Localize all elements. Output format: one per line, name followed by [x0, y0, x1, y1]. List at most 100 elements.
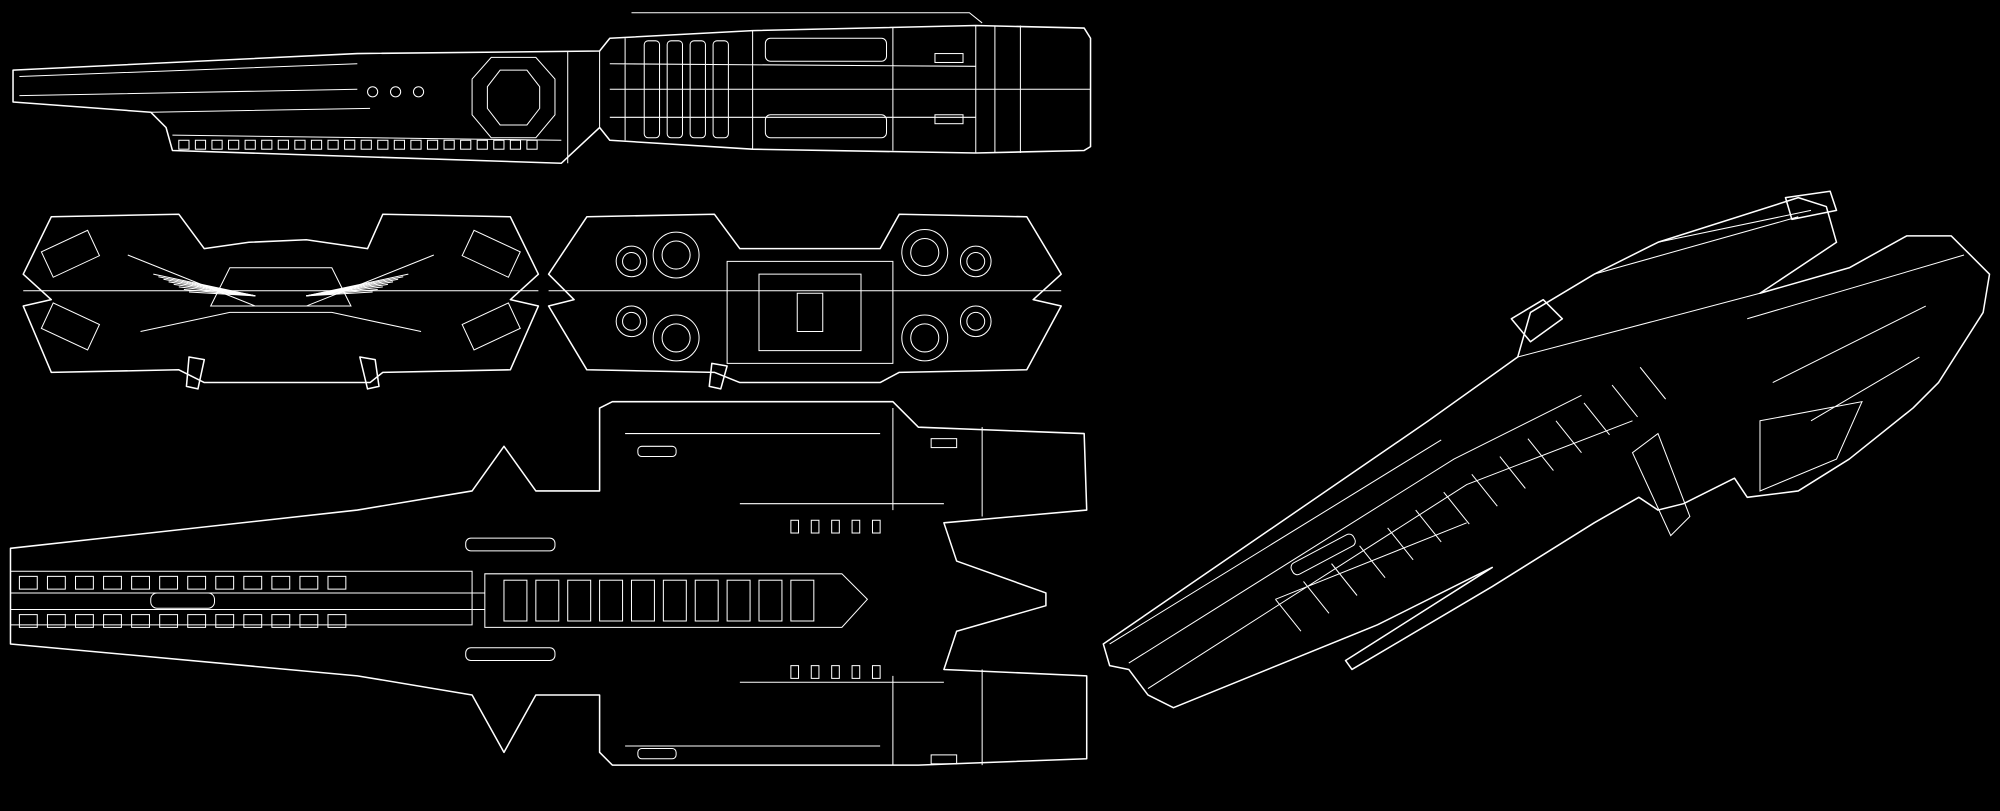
- engine-inner: [622, 311, 641, 331]
- hull-panel: [599, 579, 624, 622]
- hull-stripe: [1499, 456, 1526, 489]
- window: [75, 614, 94, 628]
- side-tooth: [426, 139, 439, 150]
- perspective-view: [1102, 190, 1991, 709]
- hull-panel: [758, 579, 783, 622]
- engine-inner: [966, 251, 986, 271]
- hull-stripe: [1415, 509, 1442, 543]
- side-tooth: [360, 139, 372, 150]
- hull-stripe: [1275, 599, 1302, 632]
- window: [215, 614, 235, 628]
- side-tooth: [410, 139, 422, 150]
- window: [187, 614, 207, 628]
- side-tooth: [310, 139, 323, 150]
- window: [159, 614, 179, 628]
- vent: [810, 665, 820, 679]
- engine-outer: [901, 314, 949, 362]
- hull-panel: [726, 579, 751, 622]
- window: [327, 575, 347, 590]
- side-vent: [666, 40, 683, 139]
- side-tooth: [393, 139, 406, 150]
- hull-panel: [694, 579, 719, 622]
- hull-stripe: [1303, 581, 1330, 614]
- hull-stripe: [1359, 545, 1386, 578]
- window: [18, 575, 38, 590]
- side-view: [12, 12, 1092, 164]
- side-tooth: [178, 139, 190, 150]
- window: [187, 575, 207, 590]
- side-vent: [643, 40, 661, 139]
- vent: [790, 519, 800, 534]
- vent: [871, 665, 881, 679]
- hull-panel: [567, 579, 592, 622]
- side-tooth: [377, 139, 389, 150]
- window: [103, 614, 122, 628]
- hull-stripe: [1471, 474, 1498, 507]
- vent: [851, 519, 861, 534]
- hull-panel: [535, 579, 560, 622]
- hull-panel: [790, 579, 815, 622]
- front-fin-line: [306, 291, 373, 297]
- vent: [871, 519, 881, 534]
- hull-stripe: [1387, 527, 1414, 561]
- vent: [810, 519, 820, 534]
- window: [327, 614, 347, 628]
- side-tooth: [344, 139, 356, 150]
- hull-panel: [630, 579, 655, 622]
- engine-inner: [910, 237, 940, 268]
- window: [46, 614, 66, 628]
- engine-outer: [959, 245, 992, 278]
- side-tooth: [211, 139, 223, 150]
- hull-stripe: [1331, 563, 1358, 596]
- hull-stripe: [1443, 491, 1470, 525]
- engine-inner: [622, 251, 641, 271]
- side-tooth: [443, 139, 455, 150]
- engine-outer: [652, 314, 700, 362]
- engine-inner: [910, 323, 940, 353]
- engine-outer: [615, 245, 648, 278]
- engine-outer: [959, 305, 992, 338]
- front-view: [22, 213, 540, 390]
- side-tooth: [228, 139, 240, 150]
- window: [299, 575, 319, 590]
- hull-panel: [503, 579, 528, 622]
- hull-panel: [662, 579, 687, 622]
- side-tooth: [277, 139, 289, 150]
- window: [215, 575, 235, 590]
- side-tooth: [261, 139, 273, 150]
- side-tooth: [327, 139, 339, 150]
- engine-inner: [661, 323, 691, 353]
- side-vent: [689, 40, 706, 139]
- side-tooth: [509, 139, 522, 150]
- hull-stripe: [1583, 402, 1610, 436]
- side-tooth: [526, 139, 538, 150]
- window: [243, 614, 263, 628]
- window: [299, 614, 319, 628]
- vent: [851, 665, 861, 679]
- side-tooth: [476, 139, 488, 150]
- side-tooth: [294, 139, 306, 150]
- side-vent: [712, 40, 729, 139]
- side-tooth: [244, 139, 256, 150]
- side-tooth: [194, 139, 207, 150]
- engine-outer: [615, 305, 648, 338]
- hull-stripe: [1639, 366, 1667, 400]
- front-fin-line: [188, 291, 256, 297]
- window: [271, 575, 291, 590]
- hull-stripe: [1611, 384, 1638, 418]
- vent: [831, 665, 840, 679]
- engine-outer: [901, 229, 949, 276]
- vent: [790, 665, 800, 679]
- window: [159, 575, 179, 590]
- hull-stripe: [1527, 438, 1554, 471]
- window: [103, 575, 122, 590]
- vent: [831, 519, 840, 534]
- window: [18, 614, 38, 628]
- engine-outer: [652, 231, 700, 279]
- engine-inner: [661, 240, 691, 270]
- hull-stripe: [1555, 420, 1582, 453]
- engine-inner: [966, 311, 986, 331]
- side-tooth: [493, 139, 505, 150]
